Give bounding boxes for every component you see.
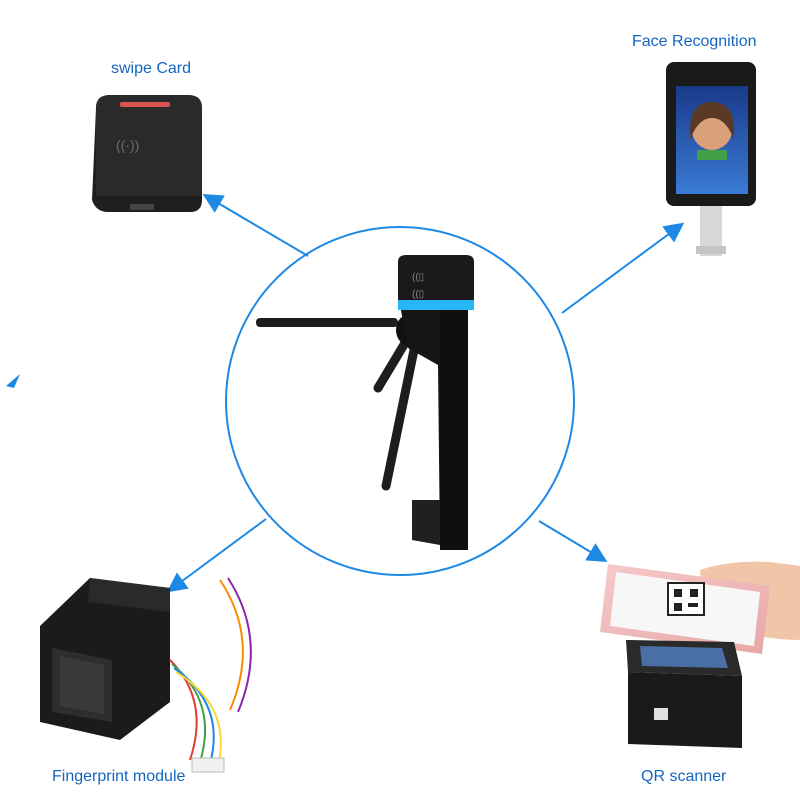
tripod-turnstile-icon: ((▯ ((▯: [256, 255, 474, 550]
arrow-to-face-recognition: [561, 222, 685, 314]
qr-scanner-icon: [600, 561, 800, 748]
face-recognition-label: Face Recognition: [632, 33, 757, 50]
arrow-to-fingerprint: [166, 518, 267, 593]
stray-arrow-icon: [6, 374, 20, 388]
swipe-card-label: swipe Card: [111, 60, 192, 77]
arrow-to-swipe-card: [202, 193, 309, 257]
fingerprint-module-label: Fingerprint module: [52, 768, 186, 785]
qr-scanner-label: QR scanner: [641, 768, 727, 785]
arrow-to-qr-scanner: [538, 520, 608, 563]
svg-text:((▯: ((▯: [412, 272, 424, 283]
svg-text:((▯: ((▯: [412, 289, 424, 300]
fingerprint-sensor-icon: [40, 577, 252, 773]
svg-text:((·)): ((·)): [116, 137, 139, 153]
card-reader-icon: ((·)): [92, 95, 202, 212]
face-terminal-icon: [666, 62, 756, 256]
